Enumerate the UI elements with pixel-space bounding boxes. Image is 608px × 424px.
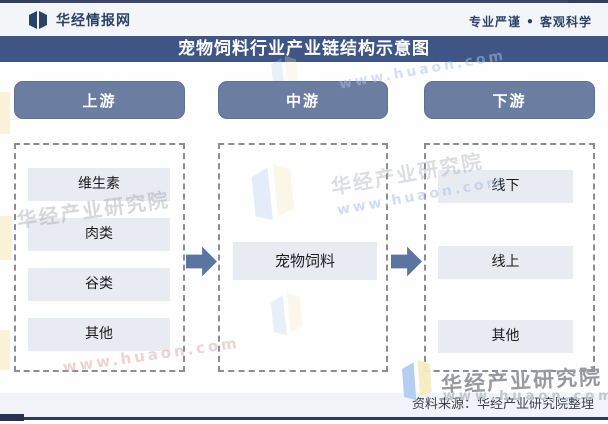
midstream-box: 宠物饲料: [218, 143, 388, 372]
brand-name: 华经情报网: [56, 13, 131, 29]
top-border-accent-right: [568, 0, 608, 5]
bottom-border-line: [0, 417, 608, 420]
right-block-arrow-icon: [391, 246, 422, 277]
watermark-edge-blob: [0, 330, 10, 370]
right-block-arrow-icon: [186, 246, 217, 277]
upstream-item-other: 其他: [28, 318, 170, 351]
column-header-midstream: 中游: [218, 81, 388, 119]
page-title: 宠物饲料行业产业链结构示意图: [178, 39, 430, 59]
column-header-upstream: 上游: [14, 81, 185, 119]
watermark-edge-blob: [0, 216, 12, 260]
top-border-accent-left: [0, 0, 40, 5]
midstream-item-pet-feed: 宠物饲料: [233, 242, 377, 280]
top-border-line: [0, 0, 608, 3]
bottom-border-accent: [0, 414, 24, 421]
title-bar: 宠物饲料行业产业链结构示意图: [0, 36, 608, 62]
header-tagline: 专业严谨 • 客观科学: [468, 15, 592, 29]
footer-bar: 资料来源：华经产业研究院整理: [0, 393, 608, 417]
column-header-downstream: 下游: [424, 81, 595, 119]
downstream-item-offline: 线下: [438, 170, 573, 203]
downstream-item-online: 线上: [438, 246, 573, 279]
upstream-box: 维生素 肉类 谷类 其他: [14, 143, 185, 372]
downstream-box: 线下 线上 其他: [424, 143, 595, 372]
source-text: 资料来源：华经产业研究院整理: [411, 397, 594, 412]
open-book-icon: [29, 11, 47, 29]
downstream-item-other: 其他: [438, 320, 573, 353]
upstream-item-vitamins: 维生素: [28, 168, 170, 201]
upstream-item-meat: 肉类: [28, 218, 170, 251]
upstream-item-grains: 谷类: [28, 268, 170, 301]
header-bar: 华经情报网 专业严谨 • 客观科学: [0, 3, 608, 36]
watermark-edge-blob: [0, 92, 10, 134]
brand: 华经情报网: [27, 10, 131, 30]
